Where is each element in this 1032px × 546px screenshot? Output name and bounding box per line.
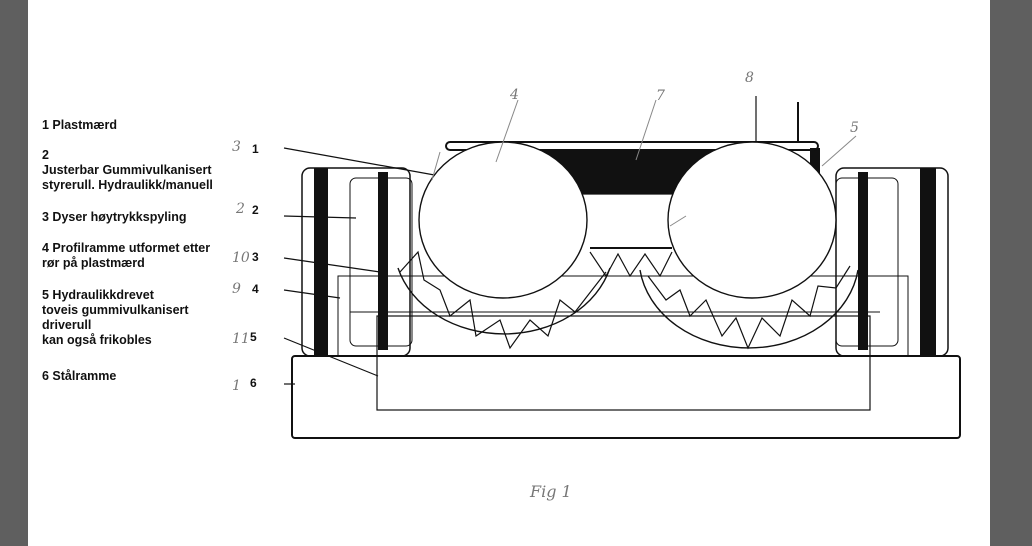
inner-frame <box>376 315 871 411</box>
left-truss <box>399 250 607 350</box>
left-profile-arc <box>397 267 611 335</box>
legend-item-4: 4 Profilramme utformet etter rør på plas… <box>42 241 211 270</box>
top-label-7: 7 <box>656 88 665 104</box>
hand-callout-10: 10 <box>232 250 250 266</box>
right-dark-margin <box>990 0 1032 546</box>
pencil-leader-5 <box>821 135 857 167</box>
callout-2: 2 <box>252 203 259 217</box>
left-rubber-band-outer <box>314 168 328 356</box>
legend-item-3: 3 Dyser høytrykkspyling <box>42 210 187 224</box>
hand-callout-9: 9 <box>232 281 241 297</box>
callout-5: 5 <box>250 330 257 344</box>
profile-frame-outline <box>337 275 909 357</box>
legend-item-1: 1 Plastmærd <box>42 118 118 132</box>
callout-1: 1 <box>252 142 259 156</box>
hand-callout-1: 1 <box>232 378 241 394</box>
leader-line-1 <box>283 147 441 177</box>
top-label-8: 8 <box>745 70 754 86</box>
right-rubber-band-outer <box>920 168 936 356</box>
leader-line-3 <box>283 257 381 273</box>
leader-line-4 <box>283 289 341 299</box>
left-guide-roller <box>301 167 411 357</box>
hand-callout-2: 2 <box>236 201 245 217</box>
legend-item-5: 5 Hydraulikkdrevet toveis gummivulkanise… <box>42 288 189 347</box>
callout-6: 6 <box>250 376 257 390</box>
top-label-5: 5 <box>850 120 859 136</box>
top-label-4: 4 <box>510 87 519 103</box>
left-pipe <box>418 141 588 299</box>
hand-callout-3: 3 <box>232 139 241 155</box>
pencil-leader-7 <box>635 99 657 161</box>
right-truss <box>647 265 851 350</box>
left-dark-margin <box>0 0 28 546</box>
hand-callout-11: 11 <box>232 331 250 347</box>
top-plate <box>445 141 819 151</box>
steel-frame <box>291 355 961 439</box>
pencil-leader-4 <box>495 99 519 163</box>
middle-truss <box>589 251 673 278</box>
right-rubber-band-inner <box>858 172 868 350</box>
side-post-block <box>810 148 820 174</box>
legend-item-2: 2 Justerbar Gummivulkanisert styrerull. … <box>42 148 213 192</box>
pencil-leader-1 <box>431 151 441 181</box>
legend-item-6: 6 Stålramme <box>42 369 117 383</box>
callout-4: 4 <box>252 282 259 296</box>
figure-label: Fig 1 <box>530 482 572 501</box>
right-profile-arc <box>639 269 859 349</box>
callout-3: 3 <box>252 250 259 264</box>
right-pipe <box>667 141 837 299</box>
left-rubber-band-inner <box>378 172 388 350</box>
pencil-leader-6 <box>669 215 687 227</box>
